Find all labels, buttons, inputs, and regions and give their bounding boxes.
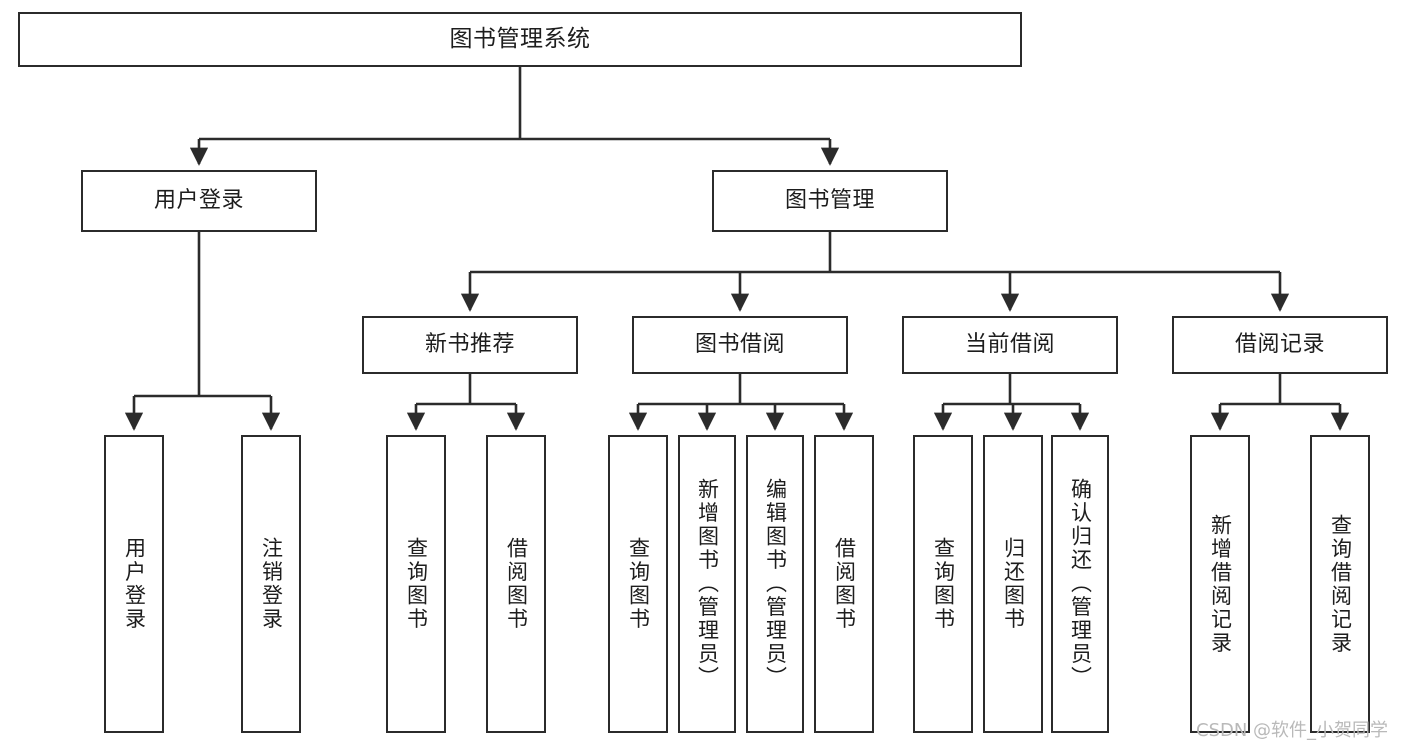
node-book-borrow[interactable]: 图书借阅 [632, 316, 848, 374]
leaf-add-book-admin[interactable]: 新增图书（管理员） [678, 435, 736, 733]
node-new-book-recommend-label: 新书推荐 [424, 331, 515, 357]
node-root[interactable]: 图书管理系统 [18, 12, 1022, 67]
csdn-watermark: CSDN @软件_小贺同学 [1196, 720, 1389, 741]
node-book-borrow-label: 图书借阅 [694, 331, 785, 357]
node-borrow-record-label: 借阅记录 [1234, 331, 1325, 357]
leaf-borrow-book[interactable]: 借阅图书 [814, 435, 874, 733]
leaf-newbook-query-book-label: 查询图书 [404, 537, 429, 631]
leaf-return-book[interactable]: 归还图书 [983, 435, 1043, 733]
leaf-user-login-label: 用户登录 [122, 537, 147, 631]
leaf-confirm-return-admin-label: 确认归还（管理员） [1068, 478, 1093, 690]
leaf-confirm-return-admin[interactable]: 确认归还（管理员） [1051, 435, 1109, 733]
leaf-edit-book-admin[interactable]: 编辑图书（管理员） [746, 435, 804, 733]
node-new-book-recommend[interactable]: 新书推荐 [362, 316, 578, 374]
leaf-edit-book-admin-label: 编辑图书（管理员） [763, 478, 788, 690]
node-current-borrow[interactable]: 当前借阅 [902, 316, 1118, 374]
leaf-return-book-label: 归还图书 [1001, 537, 1026, 631]
node-book-management[interactable]: 图书管理 [712, 170, 948, 232]
leaf-add-book-admin-label: 新增图书（管理员） [695, 478, 720, 690]
leaf-add-borrow-record-label: 新增借阅记录 [1208, 513, 1233, 655]
leaf-borrow-query-book[interactable]: 查询图书 [608, 435, 668, 733]
node-root-label: 图书管理系统 [449, 25, 591, 52]
node-user-login[interactable]: 用户登录 [81, 170, 317, 232]
leaf-logout-label: 注销登录 [259, 537, 284, 631]
node-user-login-label: 用户登录 [153, 187, 244, 213]
node-book-management-label: 图书管理 [784, 187, 875, 213]
node-borrow-record[interactable]: 借阅记录 [1172, 316, 1388, 374]
leaf-logout[interactable]: 注销登录 [241, 435, 301, 733]
leaf-newbook-borrow-book[interactable]: 借阅图书 [486, 435, 546, 733]
leaf-current-query-book-label: 查询图书 [931, 537, 956, 631]
leaf-query-borrow-record[interactable]: 查询借阅记录 [1310, 435, 1370, 733]
leaf-current-query-book[interactable]: 查询图书 [913, 435, 973, 733]
leaf-newbook-borrow-book-label: 借阅图书 [504, 537, 529, 631]
leaf-borrow-query-book-label: 查询图书 [626, 537, 651, 631]
leaf-add-borrow-record[interactable]: 新增借阅记录 [1190, 435, 1250, 733]
leaf-borrow-book-label: 借阅图书 [832, 537, 857, 631]
leaf-query-borrow-record-label: 查询借阅记录 [1328, 513, 1353, 655]
leaf-newbook-query-book[interactable]: 查询图书 [386, 435, 446, 733]
leaf-user-login[interactable]: 用户登录 [104, 435, 164, 733]
node-current-borrow-label: 当前借阅 [964, 331, 1055, 357]
